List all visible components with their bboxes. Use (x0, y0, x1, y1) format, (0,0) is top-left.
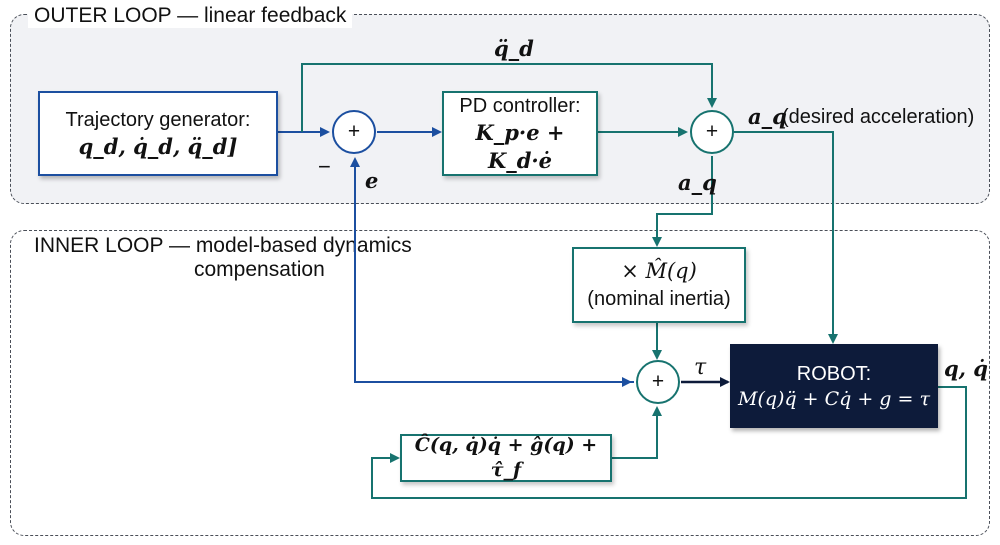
signal-e-label: e (365, 168, 379, 193)
sum-sign: + (347, 120, 361, 143)
robot-formula: M(q)q̈ + Cq̇ + g = τ (738, 387, 930, 410)
wire-comp-to-sum3 (612, 406, 662, 459)
nominal-inertia-subtitle: (nominal inertia) (587, 287, 731, 310)
pd-controller-title: PD controller: (459, 95, 581, 118)
signal-tau-label: τ (694, 355, 707, 380)
minus-sign-label: − (318, 154, 331, 179)
pd-controller-formula: K_p·e + K_d·ė (475, 120, 565, 173)
compensation-block: Ĉ(q, q̇)q̇ + ĝ(q) + τ̂_f (400, 434, 612, 482)
outer-loop-title: OUTER LOOP — linear feedback (28, 4, 353, 28)
wire-aq-to-inertia (652, 156, 713, 247)
pd-controller-block: PD controller: K_p·e + K_d·ė (442, 91, 598, 176)
signal-aq-note: (desired acceleration) (782, 106, 975, 128)
signal-aq-inner-label: a_q (678, 170, 717, 195)
sum-sign: + (705, 120, 719, 143)
signal-aq-label: a_q (748, 104, 787, 129)
signal-q-output-label: q, q̇ (944, 356, 988, 381)
inner-loop-title: INNER LOOP — model-based dynamics compen… (28, 234, 418, 282)
inner-loop-title-line2: compensation (194, 258, 325, 281)
summing-junction-error: + (332, 110, 376, 154)
signal-qdd-d-label: q̈_d (494, 36, 534, 61)
robot-title: ROBOT: (796, 362, 872, 385)
nominal-inertia-formula: × M̂(q) (621, 259, 697, 284)
summing-junction-torque: + (636, 360, 680, 404)
compensation-formula: Ĉ(q, q̇)q̇ + ĝ(q) + τ̂_f (414, 434, 598, 481)
summing-junction-acceleration: + (690, 110, 734, 154)
trajectory-generator-formula: q_d, q̇_d, q̈_d] (78, 133, 238, 159)
robot-block: ROBOT: M(q)q̈ + Cq̇ + g = τ (730, 344, 938, 428)
trajectory-generator-block: Trajectory generator: q_d, q̇_d, q̈_d] (38, 91, 278, 176)
trajectory-generator-title: Trajectory generator: (65, 108, 251, 131)
inner-loop-title-line1: INNER LOOP — model-based dynamics (34, 234, 412, 257)
wire-aq-to-robot (734, 131, 838, 344)
wire-robot-output-feedback (371, 386, 967, 499)
wire-qdd-feedforward (301, 63, 717, 132)
sum-sign: + (651, 370, 665, 393)
nominal-inertia-block: × M̂(q) (nominal inertia) (572, 247, 746, 323)
